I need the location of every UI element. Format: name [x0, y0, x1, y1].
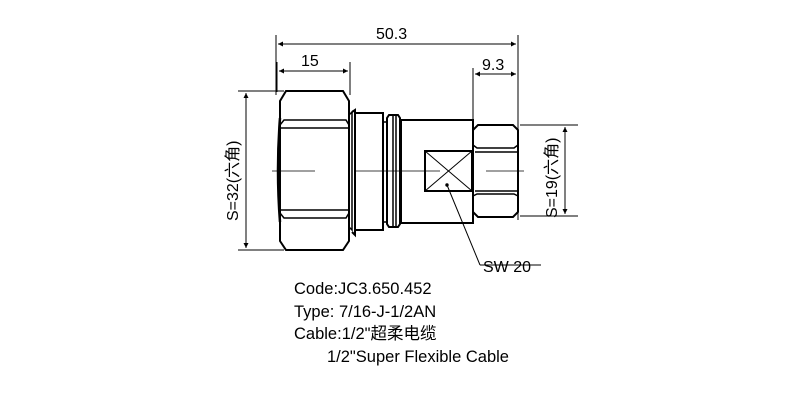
dimension-rear-hex-length [472, 68, 516, 122]
dimension-rear-hex-size [520, 124, 578, 217]
product-type: Type: 7/16-J-1/2AN [294, 302, 437, 321]
rear-hex-size-label: S=19(六角) [543, 138, 561, 218]
product-code: Code:JC3.650.452 [294, 280, 432, 298]
connector-flange [351, 108, 401, 238]
wrench-flat-leader [445, 183, 541, 266]
cable-type-en: 1/2"Super Flexible Cable [327, 347, 509, 366]
dimension-nut-length [276, 62, 351, 95]
front-hex-nut [276, 90, 353, 251]
product-info-block: Code:JC3.650.452 Type: 7/16-J-1/2AN Cabl… [294, 278, 509, 368]
cable-type-cn: Cable:1/2"超柔电缆 [294, 325, 437, 343]
nut-length-label: 15 [301, 53, 319, 70]
front-hex-size-label: S=32(六角) [224, 141, 242, 221]
dimension-front-hex-size [238, 90, 284, 251]
wrench-flat-label: SW 20 [483, 259, 531, 276]
rear-hex-nut [472, 124, 519, 218]
overall-length-label: 50.3 [376, 26, 407, 43]
rear-hex-length-label: 9.3 [482, 57, 504, 74]
connector-body [400, 119, 474, 224]
